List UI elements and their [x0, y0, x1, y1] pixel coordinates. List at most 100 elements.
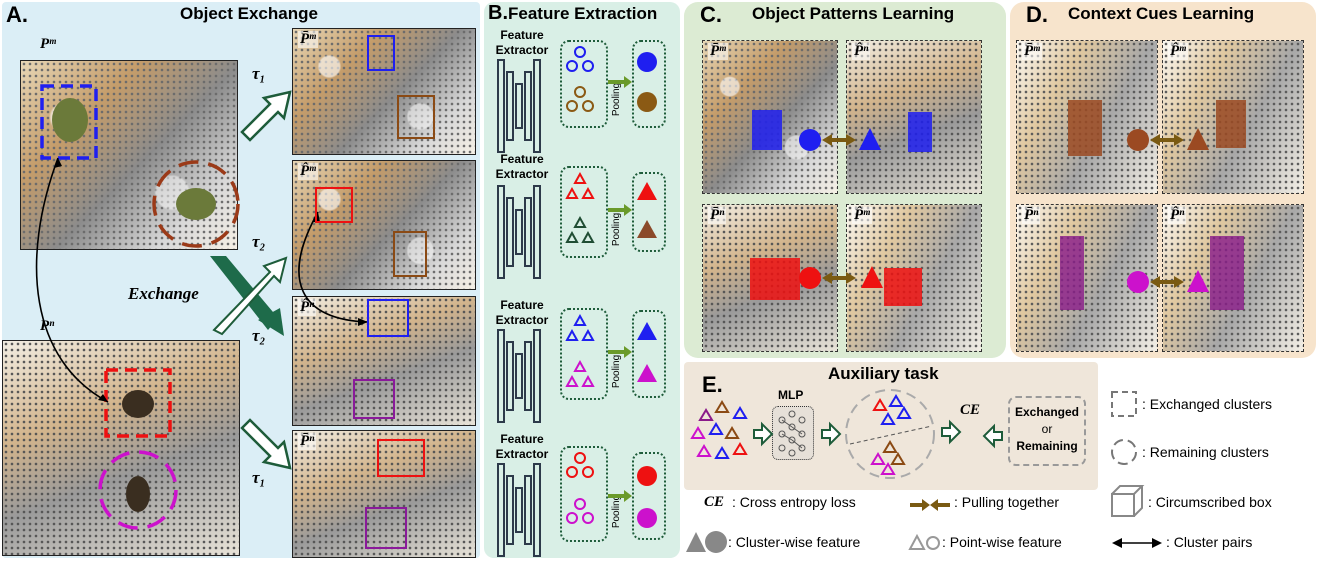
scene-pn-bar: P̄ⁿ: [292, 430, 476, 558]
pull-arrows-d-bottom: [1150, 276, 1184, 288]
cluster-feature-box-3: [632, 310, 666, 398]
panel-e-graphics: [690, 389, 1003, 479]
chair-purple-d-left: [1060, 236, 1084, 310]
chair-object-pm: [52, 98, 88, 142]
label-tau2-upper: τ₂: [252, 232, 266, 251]
panel-d-graphics: [1060, 100, 1246, 310]
legend-remaining-icon: [1111, 439, 1137, 465]
feature-extractor-label-2: Feature Extractor: [495, 152, 549, 181]
cluster-pair-arrowhead-right: [358, 318, 368, 326]
chair-object-pn-remaining: [126, 476, 150, 512]
chair-red-c-left: [750, 258, 800, 300]
cluster-feature-red-triangle: [637, 182, 657, 200]
panel-c-title: Object Patterns Learning: [752, 4, 955, 23]
point-feature-box-2: [560, 166, 608, 258]
legend-cluster-pairs-icon: [1112, 538, 1162, 548]
circumscribed-box-brown-pm-hat: [393, 231, 427, 277]
panel-b-letter: B.: [488, 2, 508, 24]
label-tau1-bottom: τ₁: [252, 468, 266, 487]
panel-b-header: B.Feature Extraction: [488, 2, 657, 25]
label-d-pm-bar: P̄ᵐ: [1022, 43, 1042, 60]
chair-blue-c-left: [752, 110, 782, 150]
cluster-blue-circle-c: [799, 129, 821, 151]
label-c-pn-hat: P̂ⁿ: [852, 43, 871, 60]
panel-a-letter: A.: [6, 2, 28, 27]
scene-pn-hat: P̂ⁿ: [292, 296, 476, 426]
cluster-brown-circle-d: [1127, 129, 1149, 151]
mlp-label: MLP: [778, 388, 804, 402]
chair-object-pn: [122, 390, 154, 418]
panel-c-header: C.: [700, 2, 722, 28]
classification-circle: [845, 389, 935, 479]
scene-d-pn-hat: P̂ⁿ: [1162, 204, 1304, 352]
pooling-arrows: [608, 76, 632, 502]
network-icon-1: [497, 59, 541, 153]
panel-a-overlays: [35, 35, 435, 549]
panel-e-letter: E.: [702, 372, 723, 397]
panel-d-header: D.: [1026, 2, 1048, 28]
cluster-feature-red-circle: [637, 466, 657, 486]
exchanged-or-remaining-box: Exchanged or Remaining: [1008, 396, 1086, 466]
scene-pm-hat: P̂ᵐ: [292, 160, 476, 290]
legend-remaining-text: : Remaining clusters: [1142, 444, 1269, 460]
label-pm-hat: P̂ᵐ: [298, 163, 318, 180]
cluster-feature-blue-triangle: [637, 322, 657, 340]
scene-pn: [2, 340, 240, 556]
legend-cluster-pairs-text: : Cluster pairs: [1166, 534, 1253, 550]
chair-purple-d-right: [1210, 236, 1244, 310]
network-icon-3: [497, 329, 541, 423]
panel-a-header: A.: [6, 2, 28, 28]
label-c-pn-bar: P̄ⁿ: [708, 207, 727, 224]
circumscribed-box-blue-pm-bar: [367, 35, 395, 71]
legend-cluster-wise-icon: [686, 531, 727, 553]
legend-circumscribed-text: : Circumscribed box: [1148, 494, 1272, 510]
legend-exchanged-text: : Exchanged clusters: [1142, 396, 1272, 412]
label-pm: Pᵐ: [40, 36, 56, 52]
legend-pull-icon: [910, 499, 950, 511]
cluster-magenta-circle-d: [1127, 271, 1149, 293]
label-d-pm-hat: P̂ᵐ: [1168, 43, 1188, 60]
hollow-arrow-tau1-top: [240, 90, 292, 142]
remaining-cluster-circle-pn: [98, 450, 178, 530]
label-c-pm-hat: P̂ᵐ: [852, 207, 872, 224]
mlp-icon: [778, 410, 806, 457]
cluster-feature-box-1: [632, 40, 666, 128]
mixed-point-features: [690, 400, 748, 459]
cluster-pair-arrow-pmhat-pnhat: [298, 211, 369, 323]
circumscribed-box-purple-pn-bar: [365, 507, 407, 549]
point-feature-box-3: [560, 308, 608, 400]
exchanged-label: Exchanged: [1014, 405, 1080, 419]
pull-arrows-c-top: [822, 134, 856, 146]
label-d-pn-hat: P̂ⁿ: [1168, 207, 1187, 224]
exchanged-cluster-box-pm: [40, 84, 98, 160]
circumscribed-box-brown-pm-bar: [397, 95, 435, 139]
cluster-pair-arrowhead-top: [54, 158, 62, 168]
legend-ce-symbol: CE: [704, 494, 725, 510]
ce-label: CE: [960, 402, 981, 418]
network-icon-4: [497, 463, 541, 557]
panel-b-graphics: [497, 46, 657, 557]
point-feature-box-4: [560, 446, 608, 542]
cluster-blue-triangle-c: [859, 128, 881, 150]
scene-pm-bar: P̄ᵐ: [292, 28, 476, 155]
pull-arrows-c-bottom: [822, 272, 856, 284]
panel-d-letter: D.: [1026, 2, 1048, 27]
circumscribed-box-red-pm-hat: [315, 187, 353, 223]
circumscribed-box-blue-pn-hat: [367, 299, 409, 337]
exchange-cross-dark: [210, 256, 278, 330]
panel-e-header: E.: [702, 372, 723, 398]
circumscribed-box-purple-pn-hat: [353, 379, 395, 419]
cluster-brown-triangle-d: [1187, 128, 1209, 150]
cluster-pair-arrowhead-left: [98, 394, 108, 402]
legend-point-wise-text: : Point-wise feature: [942, 534, 1062, 550]
label-tau1-top: τ₁: [252, 64, 266, 83]
cluster-red-circle-c: [799, 267, 821, 289]
chair-object-pm-remaining: [176, 188, 216, 220]
legend-ce-text: : Cross entropy loss: [732, 494, 856, 510]
panel-c-graphics: [750, 110, 932, 306]
pull-arrows-d-top: [1150, 134, 1184, 146]
panel-e-title: Auxiliary task: [828, 364, 939, 383]
point-features-row-4: [566, 452, 594, 524]
hollow-arrows-e: [753, 419, 1003, 449]
feature-extractor-label-3: Feature Extractor: [495, 298, 549, 327]
